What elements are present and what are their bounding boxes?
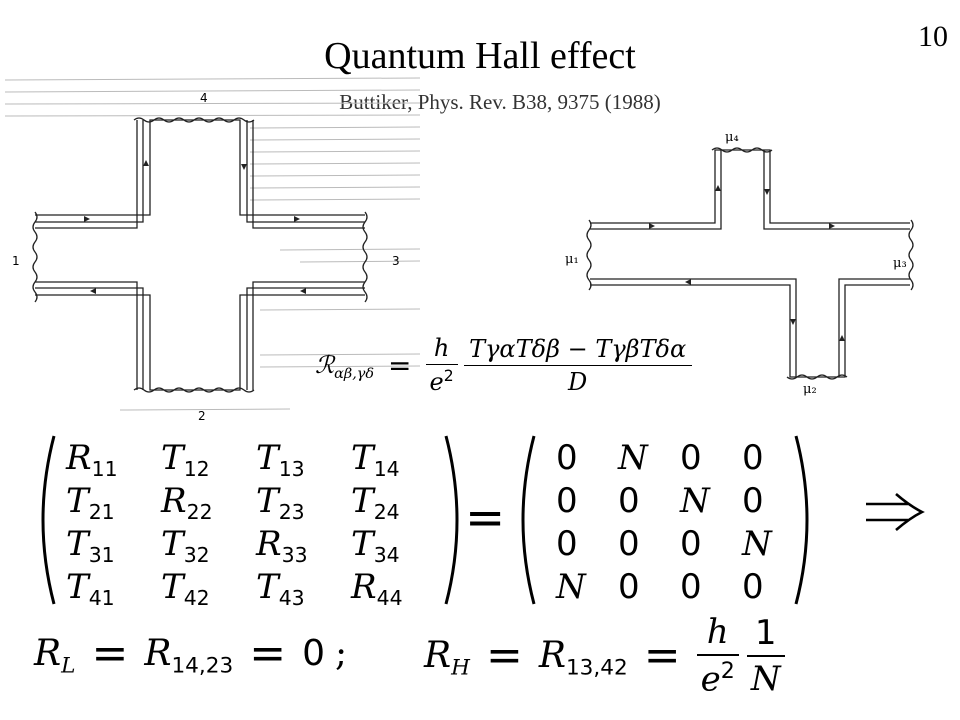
matrix-n-cell: 0 (742, 567, 764, 607)
mu-label-4: μ₄ (725, 130, 739, 145)
prefactor-fraction: h e2 (425, 334, 458, 396)
lead-label-2: 2 (198, 409, 206, 423)
citation: Buttiker, Phys. Rev. B38, 9375 (1988) (339, 90, 661, 114)
rl-equals-2: = (249, 628, 287, 679)
hall-resistance-formula: RH = R13,42 = h e2 1 N (424, 612, 793, 699)
matrix-r-cell: T42 (161, 567, 210, 611)
matrix-r-cell: T32 (161, 524, 210, 568)
matrix-n-cell: 0 (680, 524, 702, 564)
matrix-r-cell: T21 (66, 481, 115, 525)
rl-equals-1: = (91, 628, 129, 679)
matrix-n-cell: 0 (556, 481, 578, 521)
lead-label-3: 3 (392, 254, 400, 268)
matrix-n-cell: N (680, 481, 710, 521)
right-hall-bar-figure: μ₄ μ₁ μ₃ μ₂ (565, 130, 914, 397)
longitudinal-resistance-formula: RL = R14,23 = 0 ; (34, 628, 347, 679)
slide-title: Quantum Hall effect (324, 35, 636, 77)
matrix-n-cell: 0 (680, 438, 702, 478)
matrix-r-cell: T14 (351, 438, 400, 482)
lead-label-1: 1 (12, 254, 20, 268)
matrix-n-cell: 0 (618, 481, 640, 521)
matrix-r-cell: R44 (351, 567, 403, 611)
rh-equals-1: = (485, 630, 523, 682)
right-arrows (649, 185, 845, 341)
resistance-symbol: ℛαβ,γδ (315, 351, 375, 383)
mu-label-1: μ₁ (565, 252, 579, 267)
matrix-r-cell: T24 (351, 481, 400, 525)
matrix-n-cell: N (742, 524, 772, 564)
implies-arrow-icon (862, 492, 926, 537)
matrix-n-cell: 0 (618, 524, 640, 564)
matrix-n-cell: 0 (556, 438, 578, 478)
rl-symbol: RL (34, 633, 76, 679)
matrix-n-cell: 0 (556, 524, 578, 564)
slide-number: 10 (918, 20, 948, 53)
matrix-r-brackets (41, 435, 459, 605)
rh-equals-2: = (643, 630, 681, 682)
rl-value: 0 (302, 633, 326, 674)
matrix-n-cell: N (556, 567, 586, 607)
matrix-r-cell: R11 (66, 438, 118, 482)
matrix-n-cell: N (618, 438, 648, 478)
faded-scan-text (4, 77, 421, 411)
matrix-n-cell: 0 (742, 438, 764, 478)
matrix-n-brackets (521, 435, 809, 605)
matrix-r-cell: R22 (161, 481, 213, 525)
matrix-n-cell: 0 (742, 481, 764, 521)
matrix-r-cell: T43 (256, 567, 305, 611)
matrix-n-cell: 0 (680, 567, 702, 607)
left-edge-channels (32, 117, 368, 393)
mu-label-3: μ₃ (893, 256, 907, 271)
mu-label-2: μ₂ (803, 382, 817, 397)
matrix-r-cell: T23 (256, 481, 305, 525)
matrix-n-cell: 0 (618, 567, 640, 607)
matrix-equals-sign: = (465, 490, 506, 546)
r1342-symbol: R13,42 (538, 635, 628, 681)
h-over-e2-fraction: h e2 (696, 612, 739, 699)
one-over-n-fraction: 1 N (746, 613, 785, 699)
matrix-r-cell: R33 (256, 524, 308, 568)
matrix-r-cell: T13 (256, 438, 305, 482)
matrix-r-cell: T12 (161, 438, 210, 482)
r1423-symbol: R14,23 (144, 633, 234, 679)
matrix-r-cell: T34 (351, 524, 400, 568)
left-arrows (84, 160, 306, 294)
left-hall-bar-figure: 4 1 3 2 (4, 77, 421, 423)
matrix-r-cell: T31 (66, 524, 115, 568)
matrix-r-cell: T41 (66, 567, 115, 611)
equals-sign: = (388, 348, 412, 382)
lead-label-4: 4 (200, 91, 208, 105)
transmission-fraction: TγαTδβ − TγβTδα D (463, 335, 692, 396)
resistance-formula: ℛαβ,γδ = h e2 TγαTδβ − TγβTδα D (315, 334, 692, 396)
rh-symbol: RH (424, 635, 470, 681)
right-edge-channels (586, 147, 914, 380)
rl-separator: ; (335, 633, 348, 674)
